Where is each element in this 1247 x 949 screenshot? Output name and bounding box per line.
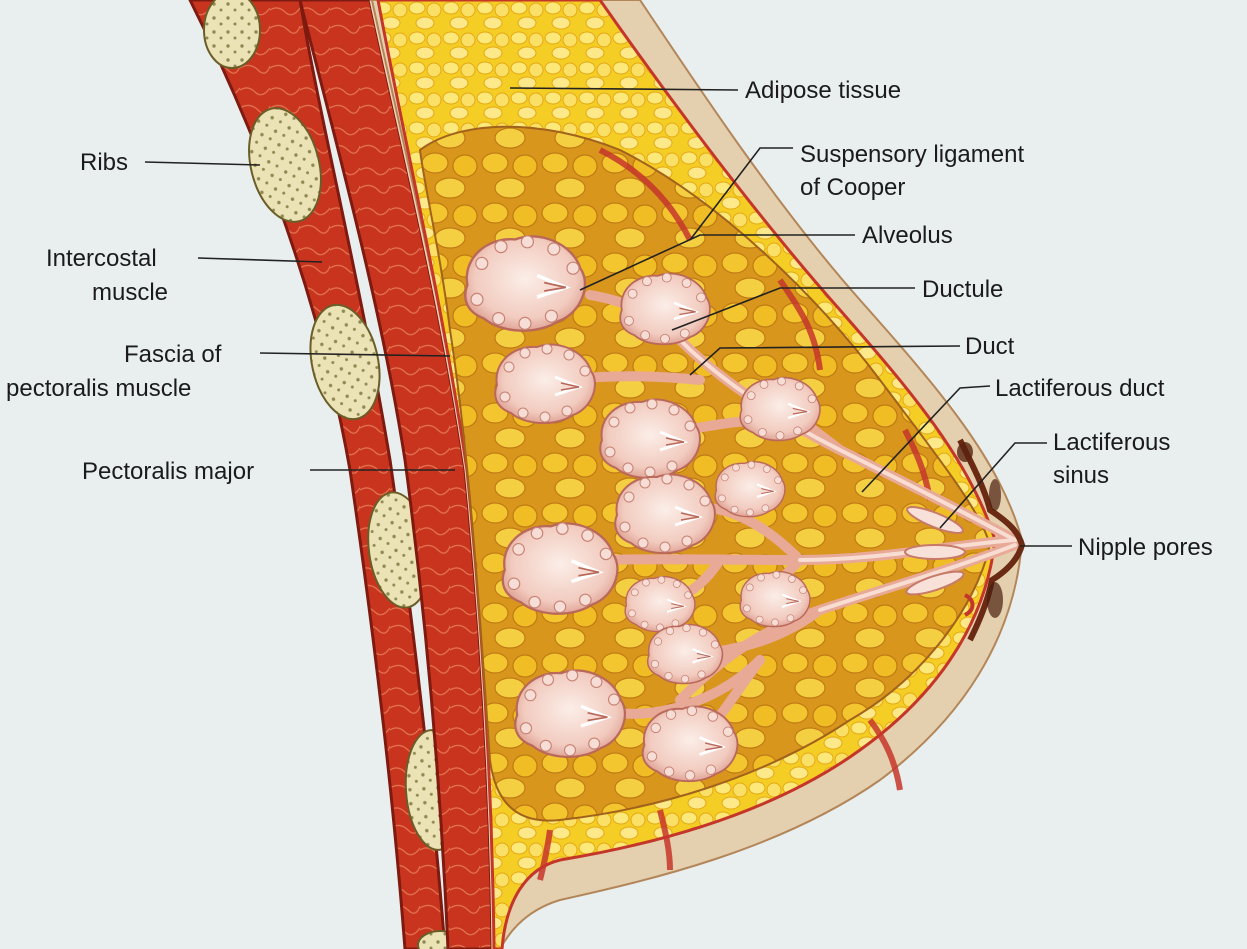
label-fascia-of-pectoralis: Fascia of	[124, 341, 222, 368]
label-intercostal-muscle: Intercostal	[46, 245, 157, 272]
label-suspensory-ligament: Suspensory ligament	[800, 141, 1024, 168]
label-alveolus: Alveolus	[862, 222, 953, 249]
label-pectoralis-major: Pectoralis major	[82, 458, 254, 485]
label-ribs: Ribs	[80, 149, 128, 176]
label-intercostal-muscle-line2: muscle	[92, 279, 168, 306]
label-lactiferous-sinus-line2: sinus	[1053, 462, 1109, 489]
label-fascia-of-pectoralis-line2: pectoralis muscle	[6, 375, 191, 402]
label-lactiferous-duct: Lactiferous duct	[995, 375, 1165, 402]
label-lactiferous-sinus: Lactiferous	[1053, 429, 1170, 456]
label-ductule: Ductule	[922, 276, 1003, 303]
label-duct: Duct	[965, 333, 1015, 360]
label-adipose-tissue: Adipose tissue	[745, 77, 901, 104]
label-suspensory-ligament-line2: of Cooper	[800, 174, 905, 201]
label-nipple-pores: Nipple pores	[1078, 534, 1213, 561]
